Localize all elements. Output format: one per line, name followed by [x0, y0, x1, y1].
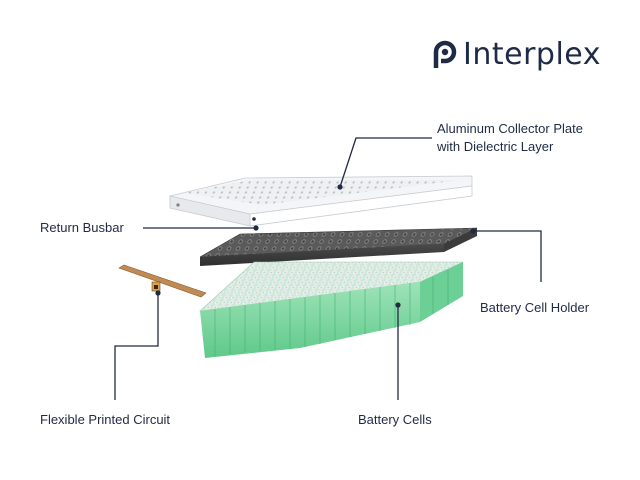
battery-cells — [199, 261, 464, 358]
label-collector-plate-line1: Aluminum Collector Plate — [437, 121, 583, 136]
battery-cell-holder — [199, 227, 478, 266]
flexible-printed-circuit — [118, 264, 207, 298]
label-return-busbar: Return Busbar — [40, 220, 124, 235]
brand-name: Interplex — [463, 36, 601, 72]
label-cells: Battery Cells — [358, 412, 432, 427]
label-cell-holder: Battery Cell Holder — [480, 300, 590, 315]
brand-logo: Interplex — [429, 36, 601, 72]
callout-line-cell-holder — [473, 230, 542, 282]
callout-line-fpc — [114, 293, 159, 400]
label-collector-plate: Aluminum Collector Plate with Dielectric… — [437, 121, 583, 155]
aluminum-collector-plate — [169, 175, 473, 227]
callout-dots — [155, 184, 476, 308]
label-fpc: Flexible Printed Circuit — [40, 412, 171, 427]
callout-line-collector-plate — [339, 137, 432, 188]
label-collector-plate-line2: with Dielectric Layer — [437, 139, 554, 154]
interplex-logo-icon — [433, 40, 457, 68]
callout-lines — [114, 137, 542, 400]
